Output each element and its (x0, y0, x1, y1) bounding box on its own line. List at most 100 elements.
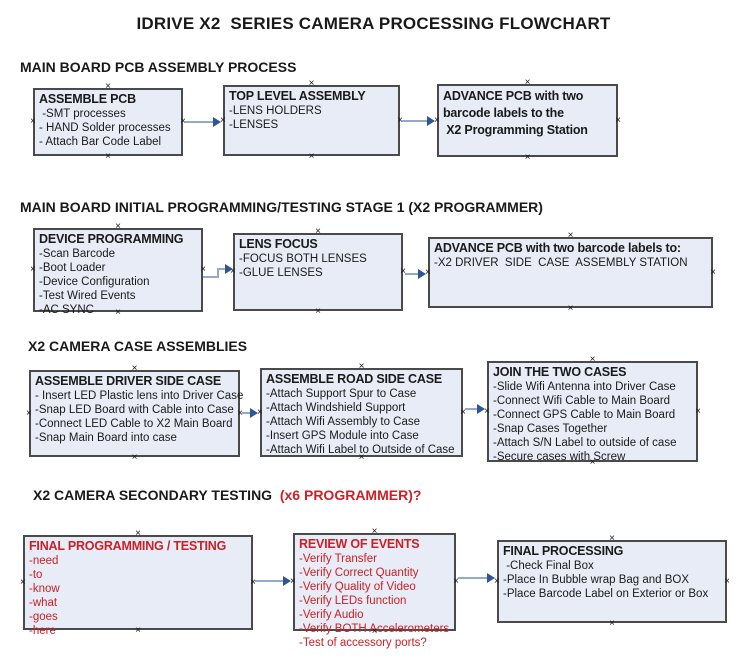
connection-handle-icon: × (589, 457, 596, 468)
connection-handle-icon: × (609, 618, 615, 629)
box-body: -FOCUS BOTH LENSES-GLUE LENSES (239, 252, 397, 280)
section-heading-secondary-testing-text: X2 CAMERA SECONDARY TESTING (33, 487, 280, 503)
box-line: -GLUE LENSES (239, 267, 323, 279)
connection-handle-icon: × (315, 226, 321, 237)
box-line: -Snap LED Board with Cable into Case (35, 404, 234, 416)
box-line: -to (29, 569, 43, 581)
connection-handle-icon: × (710, 266, 716, 278)
connection-handle-icon: × (358, 452, 365, 463)
box-line: - Attach Bar Code Label (39, 136, 162, 148)
connection-handle-icon: × (308, 151, 315, 162)
box-line: -LENSES (229, 119, 279, 131)
box-line: -AC SYNC (39, 304, 94, 316)
arrow-assemble-pcb-to-top-level (185, 117, 221, 127)
arrow-head-icon (477, 404, 485, 414)
connection-handle-icon: × (115, 307, 121, 318)
flow-box-final-processing: FINAL PROCESSING -Check Final Box-Place … (494, 534, 730, 629)
box-body: -Slide Wifi Antenna into Driver Case-Con… (493, 380, 692, 464)
connection-handle-icon: × (434, 114, 440, 126)
connection-handle-icon: × (494, 575, 500, 587)
connection-handle-icon: × (615, 114, 621, 126)
arrow-line (185, 121, 215, 123)
box-line: -X2 DRIVER SIDE CASE ASSEMBLY STATION (434, 257, 688, 269)
box-line: barcode labels to the (443, 106, 564, 120)
box-line: -Verify LEDs function (299, 595, 407, 607)
connection-handle-icon: × (524, 77, 531, 88)
box-body: -Scan Barcode-Boot Loader-Device Configu… (39, 247, 197, 317)
flow-box-lens-focus: LENS FOCUS -FOCUS BOTH LENSES-GLUE LENSE… (230, 227, 406, 317)
box-title: ASSEMBLE DRIVER SIDE CASE (35, 374, 222, 388)
flow-box-final-programming-testing: FINAL PROGRAMMING / TESTING -need-to-kno… (20, 529, 256, 638)
connection-handle-icon: × (135, 528, 141, 539)
arrow-head-icon (225, 264, 233, 274)
arrow-line (217, 269, 219, 278)
connection-handle-icon: × (290, 576, 296, 587)
arrow-head-icon (213, 117, 221, 127)
box-line: X2 Programming Station (443, 123, 588, 137)
arrow-line (458, 577, 489, 579)
connection-handle-icon: × (250, 576, 256, 588)
box-body: -Attach Support Spur to Case-Attach Wind… (266, 387, 457, 457)
arrow-head-icon (487, 573, 495, 583)
box-line: -Verify Audio (299, 609, 364, 621)
arrow-road-case-to-join-cases (465, 404, 485, 414)
connection-handle-icon: × (105, 81, 111, 92)
box-line: -Insert GPS Module into Case (266, 430, 419, 442)
box-line: -Connect LED Cable to X2 Main Board (35, 418, 233, 430)
arrow-lens-focus-to-advance-pcb (405, 269, 426, 279)
box-body: -need-to-know-what-goes-here (29, 554, 247, 638)
flow-box-advance-pcb-driver-side-station: ADVANCE PCB with two barcode labels to: … (425, 231, 716, 314)
connection-handle-icon: × (220, 114, 226, 126)
flow-box-assemble-road-side-case: ASSEMBLE ROAD SIDE CASE -Attach Support … (257, 362, 466, 463)
connection-handle-icon: × (567, 303, 574, 314)
box-title: ASSEMBLE PCB (39, 92, 136, 106)
connection-handle-icon: × (308, 78, 315, 89)
flow-box-assemble-driver-side-case: ASSEMBLE DRIVER SIDE CASE - Insert LED P… (26, 364, 243, 463)
connection-handle-icon: × (724, 575, 730, 587)
connection-handle-icon: × (30, 116, 36, 127)
connection-handle-icon: × (609, 533, 615, 544)
arrow-line (217, 268, 227, 270)
connection-handle-icon: × (30, 264, 36, 275)
section-heading-secondary-testing: X2 CAMERA SECONDARY TESTING (x6 PROGRAMM… (33, 487, 421, 503)
flow-box-device-programming: DEVICE PROGRAMMING -Scan Barcode-Boot Lo… (30, 222, 206, 318)
box-line: -Secure cases with Screw (493, 451, 626, 463)
arrow-device-programming-to-lens-focus (203, 264, 233, 280)
arrow-line (203, 276, 219, 278)
box-line: -Attach Support Spur to Case (266, 388, 417, 400)
flow-box-assemble-pcb: ASSEMBLE PCB -SMT processes- HAND Solder… (30, 82, 186, 162)
page-title: IDRIVE X2 SERIES CAMERA PROCESSING FLOWC… (136, 14, 611, 33)
box-line: -know (29, 583, 60, 595)
box-line: -Check Final Box (503, 560, 594, 572)
box-title: TOP LEVEL ASSEMBLY (229, 89, 366, 103)
box-line: -Verify Transfer (299, 553, 377, 565)
box-title: FINAL PROGRAMMING / TESTING (29, 539, 227, 553)
connection-handle-icon: × (358, 361, 365, 372)
box-line: ADVANCE PCB with two (443, 89, 584, 103)
connection-handle-icon: × (315, 306, 321, 317)
box-body: -X2 DRIVER SIDE CASE ASSEMBLY STATION (434, 256, 707, 270)
box-line: -Device Configuration (39, 276, 150, 288)
arrow-line (242, 412, 252, 414)
connection-handle-icon: × (371, 526, 378, 537)
box-title: ADVANCE PCB with two barcode labels to: (434, 241, 681, 255)
box-title: LENS FOCUS (239, 237, 318, 251)
box-line: -Place Barcode Label on Exterior or Box (503, 588, 709, 600)
arrow-line (255, 580, 285, 582)
connection-handle-icon: × (26, 407, 32, 419)
box-body: ADVANCE PCB with two barcode labels to th… (443, 88, 612, 139)
box-line: -Attach S/N Label to outside of case (493, 437, 677, 449)
section-heading-case-assemblies: X2 CAMERA CASE ASSEMBLIES (28, 338, 248, 354)
box-line: -Place In Bubble wrap Bag and BOX (503, 574, 690, 586)
box-line: -Verify BOTH Accelerometers (299, 623, 450, 635)
box-line: -Snap Main Board into case (35, 432, 177, 444)
arrow-line (402, 120, 429, 122)
box-body: -Verify Transfer-Verify Correct Quantity… (299, 552, 450, 650)
connection-handle-icon: × (135, 625, 141, 636)
flow-box-review-of-events: REVIEW OF EVENTS -Verify Transfer-Verify… (290, 527, 459, 650)
box-line: -Test Wired Events (39, 290, 136, 302)
box-line: -Boot Loader (39, 262, 106, 274)
box-line: -LENS HOLDERS (229, 105, 322, 117)
connection-handle-icon: × (460, 406, 466, 418)
connection-handle-icon: × (453, 576, 459, 587)
